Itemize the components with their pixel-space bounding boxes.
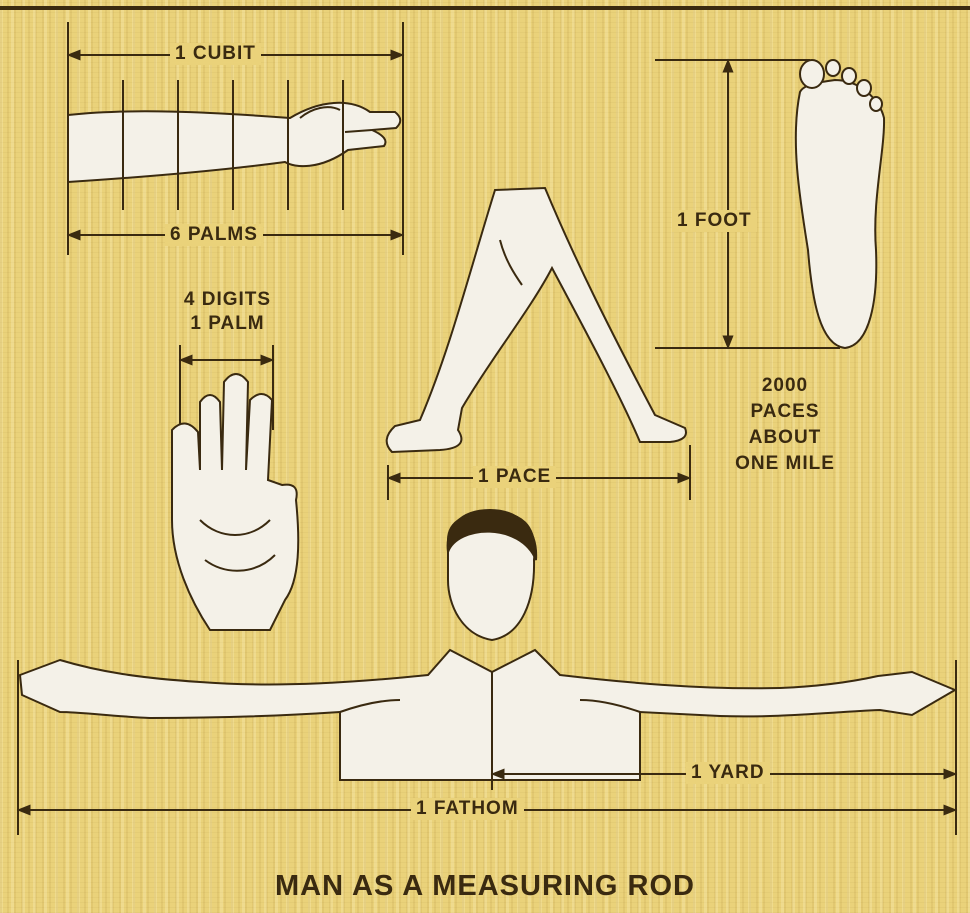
pace-label: 1 PACE — [473, 466, 556, 488]
walking-legs-figure — [387, 188, 686, 452]
man-outstretched-figure — [20, 510, 955, 780]
digits-label-line1: 4 DIGITS — [170, 289, 285, 311]
palms-label: 6 PALMS — [165, 224, 263, 246]
paces-note-line3: ABOUT — [705, 427, 865, 449]
paces-note-line4: ONE MILE — [705, 453, 865, 475]
yard-label: 1 YARD — [686, 762, 770, 784]
raised-hand-figure — [172, 374, 298, 630]
foot-sole-figure — [796, 60, 884, 348]
forearm-cubit-figure — [68, 103, 400, 182]
fathom-label: 1 FATHOM — [411, 798, 524, 820]
paces-note-line1: 2000 — [705, 375, 865, 397]
paces-note-line2: PACES — [705, 401, 865, 423]
cubit-label: 1 CUBIT — [170, 43, 261, 65]
foot-label: 1 FOOT — [672, 210, 757, 232]
page-title: MAN AS A MEASURING ROD — [0, 870, 970, 903]
digits-label-line2: 1 PALM — [170, 313, 285, 335]
